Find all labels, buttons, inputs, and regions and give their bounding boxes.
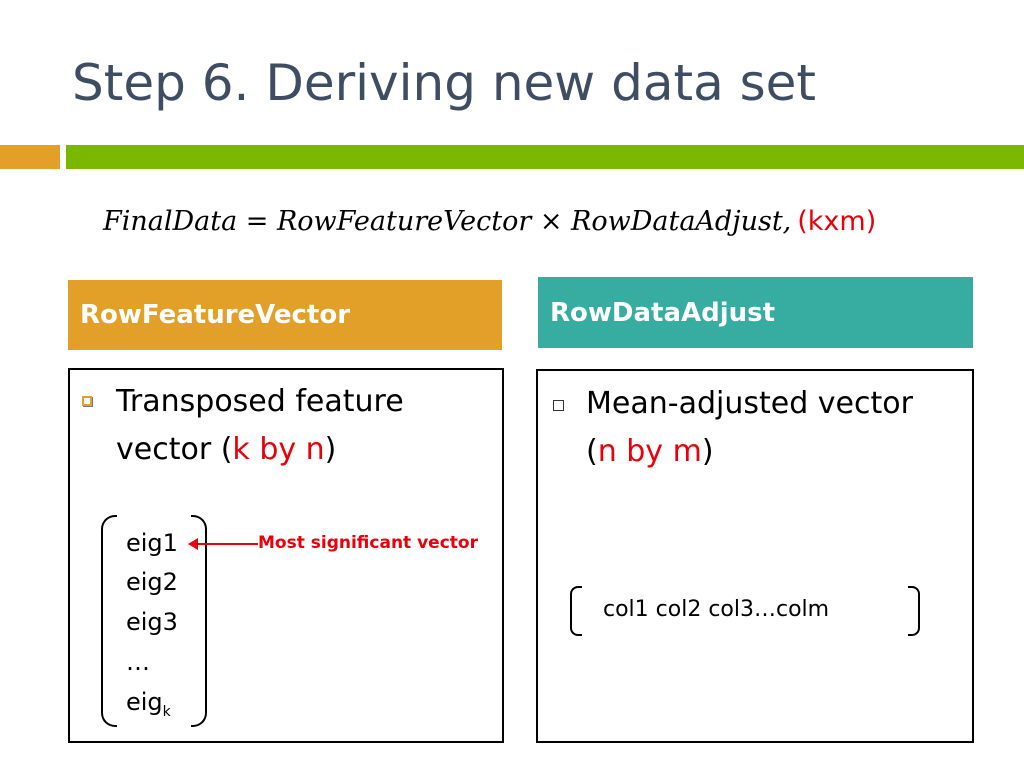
bullet-text: Mean-adjusted vector (n by m) [586, 380, 913, 476]
eigenvector-item: eig2 [126, 568, 178, 596]
row-data-adjust-panel [536, 369, 974, 743]
bullet-text-suffix: ) [324, 432, 337, 467]
bullet-text-line1: Transposed feature [116, 384, 404, 419]
bullet-text-line1: Mean-adjusted vector [586, 386, 913, 421]
bullet-text-prefix: ( [586, 434, 598, 469]
row-vector-left-bracket [570, 586, 582, 636]
accent-bar-orange [0, 145, 60, 169]
annotation-arrow-line [194, 543, 258, 545]
arrow-left-icon [188, 538, 198, 550]
bullet-dimensions: k by n [232, 432, 325, 467]
bullet-text: Transposed feature vector (k by n) [116, 378, 404, 474]
row-data-adjust-header: RowDataAdjust [538, 277, 973, 348]
eigenvector-item: eig1 [126, 529, 178, 557]
row-feature-vector-header: RowFeatureVector [68, 280, 502, 350]
bullet-text-suffix: ) [701, 434, 714, 469]
eigenvector-last-base: eig [126, 688, 163, 716]
row-feature-vector-panel [68, 368, 504, 743]
row-vector-right-bracket [908, 586, 920, 636]
hollow-square-bullet-icon [553, 400, 564, 411]
square-bullet-icon [82, 396, 92, 406]
column-vector-left-bracket [101, 515, 117, 727]
row-data-adjust-bullet: Mean-adjusted vector (n by m) [553, 380, 963, 476]
eigenvector-ellipsis: … [126, 648, 150, 676]
formula: FinalData = RowFeatureVector × RowDataAd… [103, 206, 876, 237]
eigenvector-last-subscript: k [162, 703, 171, 720]
slide-title: Step 6. Deriving new data set [72, 54, 817, 112]
accent-bar-green [66, 145, 1024, 169]
row-feature-vector-header-label: RowFeatureVector [80, 300, 351, 330]
row-vector-text: col1 col2 col3…colm [603, 597, 830, 622]
row-feature-vector-bullet: Transposed feature vector (k by n) [82, 378, 482, 474]
bullet-text-prefix: vector ( [116, 432, 233, 467]
formula-dimensions: (kxm) [797, 206, 877, 237]
eigenvector-item-last: eigk [126, 688, 171, 720]
formula-equation: FinalData = RowFeatureVector × RowDataAd… [103, 206, 792, 237]
row-data-adjust-header-label: RowDataAdjust [550, 297, 776, 328]
most-significant-annotation: Most significant vector [258, 533, 478, 553]
eigenvector-item: eig3 [126, 608, 178, 636]
bullet-dimensions: n by m [597, 434, 702, 469]
